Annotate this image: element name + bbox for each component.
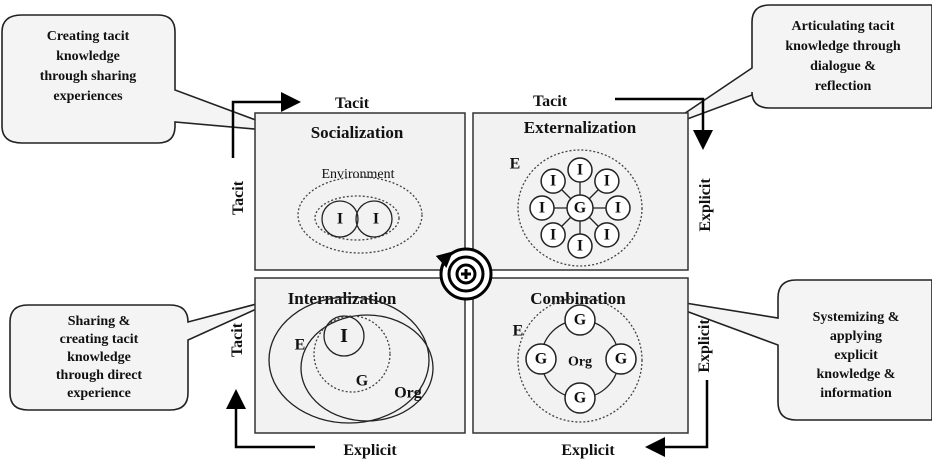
individual-node — [567, 157, 593, 183]
svg-text:E: E — [510, 156, 521, 173]
group-node — [566, 194, 594, 222]
group-label: G — [574, 390, 587, 407]
individual-label: I — [550, 173, 556, 190]
individual-node — [594, 222, 620, 248]
svg-text:Tacit: Tacit — [533, 93, 568, 110]
internalization-content: Internalization I E G Org — [268, 289, 434, 424]
individual-label: I — [615, 200, 621, 217]
svg-text:Explicit: Explicit — [561, 442, 615, 459]
group-node — [564, 382, 596, 414]
svg-text:Explicit: Explicit — [697, 178, 714, 232]
individual-label: I — [604, 173, 610, 190]
socialization-content: Socialization Environment I I — [297, 123, 423, 254]
svg-text:Org: Org — [394, 385, 422, 402]
axis-top-left: Tacit Tacit — [230, 92, 370, 215]
svg-text:Externalization: Externalization — [524, 118, 637, 137]
spiral-icon — [435, 247, 493, 301]
svg-text:I: I — [340, 325, 348, 347]
individual-label: I — [604, 226, 610, 243]
svg-text:Environment: Environment — [321, 167, 394, 182]
axis-top-right: Tacit Explicit — [533, 93, 714, 232]
group-label: G — [574, 312, 587, 329]
svg-text:Explicit: Explicit — [343, 442, 397, 459]
svg-text:Org: Org — [568, 355, 592, 370]
axis-bottom-right: Explicit Explicit — [561, 319, 713, 459]
quadrant-socialization — [254, 112, 466, 271]
group-node — [564, 304, 596, 336]
individual-node — [594, 168, 620, 194]
group-node — [605, 343, 637, 375]
svg-text:Tacit: Tacit — [230, 180, 247, 215]
individual-node — [540, 168, 566, 194]
quadrant-internalization — [254, 277, 466, 434]
individual-label: I — [577, 162, 583, 179]
individual-node — [605, 195, 631, 221]
individual-label: I — [577, 238, 583, 255]
svg-text:I: I — [337, 211, 343, 228]
svg-text:Tacit: Tacit — [229, 322, 246, 357]
svg-text:G: G — [356, 373, 369, 390]
group-label: G — [615, 351, 628, 368]
individual-node — [567, 233, 593, 259]
svg-text:E: E — [513, 323, 524, 340]
individual-node — [540, 222, 566, 248]
group-label: G — [574, 200, 587, 217]
svg-text:Explicit: Explicit — [696, 319, 713, 373]
individual-node — [529, 195, 555, 221]
group-node — [525, 343, 557, 375]
svg-text:Socialization: Socialization — [311, 123, 404, 142]
individual-label: I — [539, 200, 545, 217]
individual-label: I — [550, 226, 556, 243]
svg-text:I: I — [373, 211, 379, 228]
svg-text:Internalization: Internalization — [288, 289, 397, 308]
axis-bottom-left: Explicit Tacit — [226, 322, 397, 459]
svg-text:Tacit: Tacit — [335, 95, 370, 112]
group-label: G — [535, 351, 548, 368]
svg-text:E: E — [295, 337, 306, 354]
